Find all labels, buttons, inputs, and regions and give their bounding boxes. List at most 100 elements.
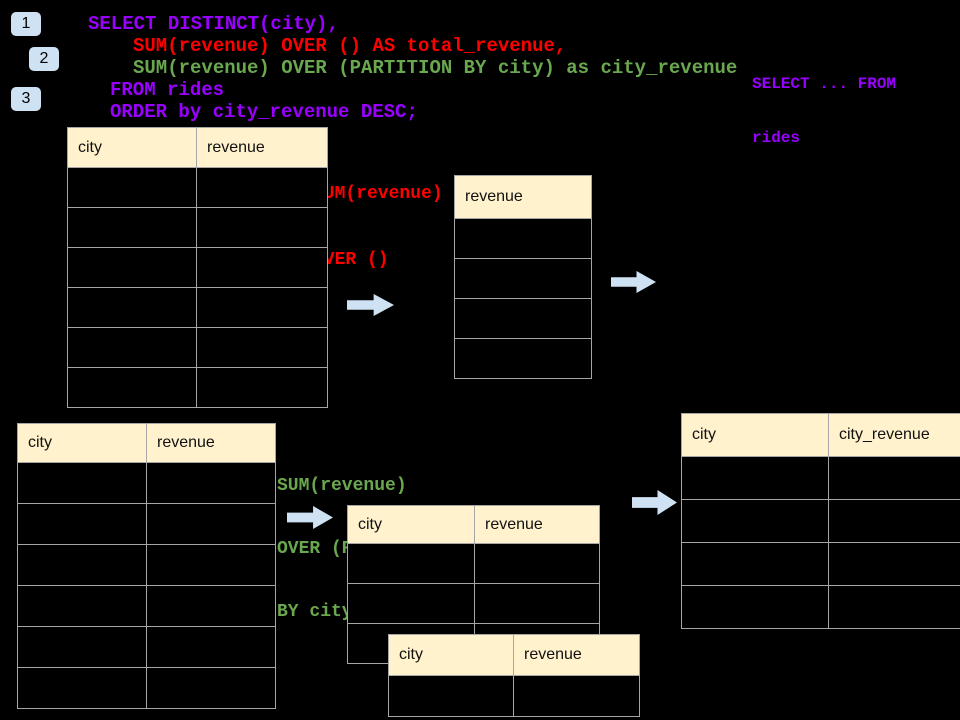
table-header-row: city city_revenue — [681, 413, 960, 457]
right-arrow-icon — [287, 506, 333, 529]
step-badge-3: 3 — [11, 87, 41, 111]
sql-line-partition: SUM(revenue) OVER (PARTITION BY city) as… — [133, 57, 738, 79]
table-row — [17, 503, 276, 545]
annotation-over-partition-line1: SUM(revenue) — [277, 476, 407, 496]
right-arrow-icon — [632, 490, 677, 515]
empty-cell — [17, 462, 147, 504]
table-row — [347, 583, 600, 624]
annotation-over-total-line2: OVER () — [313, 250, 389, 270]
table-row — [454, 298, 592, 339]
empty-cell — [828, 585, 960, 629]
table-row — [17, 544, 276, 586]
empty-cell — [67, 247, 197, 288]
table-partition-group-2: city revenue — [388, 634, 640, 717]
empty-cell — [681, 499, 829, 543]
empty-cell — [681, 542, 829, 586]
empty-cell — [17, 667, 147, 709]
empty-cell — [828, 456, 960, 500]
empty-cell — [67, 167, 197, 208]
empty-cell — [67, 327, 197, 368]
table-row — [67, 287, 328, 328]
table-total-revenue: revenue — [454, 175, 592, 379]
table-row — [681, 456, 960, 500]
empty-cell — [196, 287, 328, 328]
empty-cell — [17, 544, 147, 586]
table-row — [67, 167, 328, 208]
empty-cell — [17, 585, 147, 627]
step-badge-1: 1 — [11, 12, 41, 36]
right-arrow-icon — [347, 294, 394, 316]
empty-cell — [828, 499, 960, 543]
table-row — [67, 207, 328, 248]
empty-cell — [454, 218, 592, 259]
empty-cell — [828, 542, 960, 586]
column-header-city: city — [17, 423, 147, 463]
table-row — [681, 585, 960, 629]
table-row — [681, 542, 960, 586]
column-header-revenue: revenue — [196, 127, 328, 168]
empty-cell — [474, 583, 600, 624]
empty-cell — [146, 503, 276, 545]
column-header-city: city — [347, 505, 475, 544]
empty-cell — [196, 327, 328, 368]
empty-cell — [67, 367, 197, 408]
empty-cell — [196, 207, 328, 248]
annotation-over-total-line1: SUM(revenue) — [313, 184, 443, 204]
table-header-row: city revenue — [347, 505, 600, 544]
empty-cell — [196, 367, 328, 408]
empty-cell — [681, 456, 829, 500]
empty-cell — [196, 247, 328, 288]
annotation-select-from-line2: rides — [752, 129, 801, 147]
table-row — [67, 247, 328, 288]
column-header-revenue: revenue — [513, 634, 640, 676]
table-row — [454, 258, 592, 299]
table-header-row: city revenue — [67, 127, 328, 168]
empty-cell — [67, 207, 197, 248]
sql-line-order-by: ORDER by city_revenue DESC; — [110, 101, 418, 123]
empty-cell — [388, 675, 514, 717]
column-header-city: city — [681, 413, 829, 457]
table-row — [681, 499, 960, 543]
annotation-select-from: SELECT ... FROM rides — [752, 39, 896, 183]
table-row — [347, 543, 600, 584]
column-header-revenue: revenue — [474, 505, 600, 544]
table-city-revenue-result: city city_revenue — [681, 413, 960, 629]
table-row — [454, 218, 592, 259]
table-row — [454, 338, 592, 379]
column-header-city: city — [67, 127, 197, 168]
empty-cell — [67, 287, 197, 328]
empty-cell — [146, 667, 276, 709]
table-row — [388, 675, 640, 717]
step-badge-2: 2 — [29, 47, 59, 71]
table-row — [17, 462, 276, 504]
table-header-row: city revenue — [17, 423, 276, 463]
table-header-row: revenue — [454, 175, 592, 219]
right-arrow-icon — [611, 271, 656, 293]
empty-cell — [146, 544, 276, 586]
table-row — [17, 585, 276, 627]
empty-cell — [454, 298, 592, 339]
empty-cell — [146, 462, 276, 504]
empty-cell — [474, 543, 600, 584]
sql-line-select: SELECT DISTINCT(city), — [88, 13, 339, 35]
empty-cell — [17, 626, 147, 668]
empty-cell — [681, 585, 829, 629]
sql-line-from: FROM rides — [110, 79, 225, 101]
table-rides-bottom: city revenue — [17, 423, 276, 709]
empty-cell — [347, 583, 475, 624]
table-row — [17, 667, 276, 709]
empty-cell — [196, 167, 328, 208]
sql-line-total-revenue: SUM(revenue) OVER () AS total_revenue, — [133, 35, 567, 57]
empty-cell — [17, 503, 147, 545]
table-header-row: city revenue — [388, 634, 640, 676]
table-row — [67, 367, 328, 408]
table-row — [67, 327, 328, 368]
empty-cell — [347, 543, 475, 584]
annotation-over-total: SUM(revenue) OVER () — [313, 139, 443, 315]
empty-cell — [454, 338, 592, 379]
column-header-revenue: revenue — [146, 423, 276, 463]
empty-cell — [513, 675, 640, 717]
empty-cell — [146, 626, 276, 668]
empty-cell — [146, 585, 276, 627]
